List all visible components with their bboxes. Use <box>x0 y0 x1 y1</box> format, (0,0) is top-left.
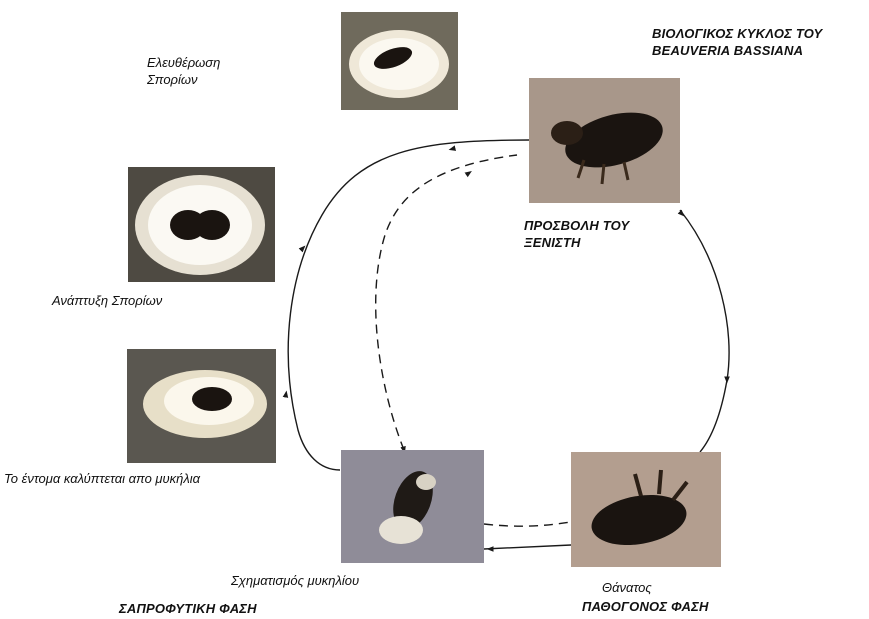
insect-covered-label: Το έντομα καλύπτεται απο μυκήλια <box>4 470 200 487</box>
insect-covered-photo <box>127 349 276 463</box>
arrowhead-inner-top <box>463 173 469 177</box>
spore-release-line1: Ελευθέρωση <box>147 54 220 71</box>
death-photo <box>571 452 721 567</box>
outer-cycle-path <box>288 140 529 470</box>
inner-dashed-path-bottom <box>484 522 571 526</box>
host-attack-line1: ΠΡΟΣΒΟΛΗ ΤΟΥ <box>524 217 629 234</box>
pathogenic-phase-label: ΠΑΘΟΓΟΝΟΣ ΦΑΣΗ <box>582 598 709 615</box>
diagram-title: ΒΙΟΛΟΓΙΚΟΣ ΚΥΚΛΟΣ ΤΟΥ BEAUVERIA BASSIANA <box>652 25 822 59</box>
mycelium-formation-photo <box>341 450 484 563</box>
host-attack-line2: ΞΕΝΙΣΤΗ <box>524 234 629 251</box>
host-attack-photo <box>529 78 680 203</box>
diagram-title-line2: BEAUVERIA BASSIANA <box>652 42 822 59</box>
spore-release-label: Ελευθέρωση Σπορίων <box>147 54 220 88</box>
saprophytic-phase-label: ΣΑΠΡΟΦΥΤΙΚΗ ΦΑΣΗ <box>119 600 257 617</box>
inner-dashed-path <box>376 155 517 450</box>
arrowhead-top <box>452 147 460 149</box>
spore-release-photo <box>341 12 458 110</box>
spore-development-label: Ανάπτυξη Σπορίων <box>52 292 162 309</box>
host-attack-label: ΠΡΟΣΒΟΛΗ ΤΟΥ ΞΕΝΙΣΤΗ <box>524 217 629 251</box>
arrowhead-left-mid <box>285 394 286 400</box>
arrowhead-left-up <box>296 248 303 255</box>
outer-cycle-path-bottom <box>484 545 571 549</box>
outer-cycle-path-right <box>680 210 729 452</box>
spore-release-line2: Σπορίων <box>147 71 220 88</box>
spore-development-photo <box>128 167 275 282</box>
diagram-title-line1: ΒΙΟΛΟΓΙΚΟΣ ΚΥΚΛΟΣ ΤΟΥ <box>652 25 822 42</box>
death-label: Θάνατος <box>602 579 652 596</box>
mycelium-formation-label: Σχηματισμός μυκηλίου <box>231 572 359 589</box>
